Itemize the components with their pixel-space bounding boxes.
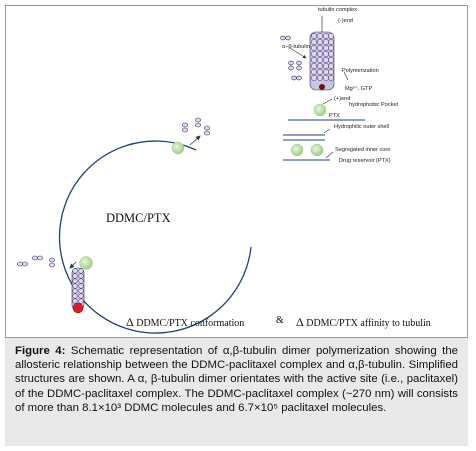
- center-label: DDMC/PTX: [106, 211, 171, 225]
- ptx-ball-reservoir: [290, 143, 304, 157]
- arrow-upper: [189, 135, 201, 146]
- label-segregated-inner-core: Segregated inner core: [335, 147, 391, 153]
- core-arrow: [325, 151, 334, 159]
- caption-text: Schematic representation of α,β-tubulin …: [15, 345, 458, 414]
- bottom-label-conformation: Δ DDMC/PTX conformation: [126, 315, 244, 330]
- shell-arrow: [323, 128, 331, 134]
- delta-symbol-2: Δ: [296, 315, 304, 329]
- label-hydrophobic-pocket: hydrophobic Pocket: [349, 102, 399, 108]
- label-mg-gtp: Mg²⁺, GTP: [345, 86, 373, 92]
- bottom-label-ampersand: &: [276, 315, 284, 326]
- label-alpha-beta-tubulin: α–β-tubulin: [282, 44, 310, 50]
- label-polymerization: Polymerization: [342, 68, 379, 74]
- label-minus-end: (-)end: [338, 18, 353, 24]
- conformation-text: DDMC/PTX conformation: [136, 318, 245, 329]
- microtubule-upper: [309, 31, 335, 91]
- arrow-lower: [69, 261, 77, 269]
- label-drug-reservoir: Drug reservoir (PTX): [339, 158, 391, 164]
- figure-caption: Figure 4: Schematic representation of α,…: [5, 338, 468, 446]
- ptx-ball-right: [313, 103, 327, 117]
- ddmc-ptx-complex-outline: [58, 140, 252, 334]
- dimer-icons-upper-right: [280, 35, 302, 81]
- dimer-icons-left: [17, 255, 55, 268]
- microtubule-lower: [71, 267, 85, 314]
- delta-symbol: Δ: [126, 315, 134, 329]
- ptx-ball-lower: [79, 256, 93, 270]
- caption-label: Figure 4:: [15, 345, 66, 357]
- dimer-icons-top: [182, 117, 210, 136]
- label-plus-end: (+)end: [334, 96, 351, 102]
- label-ptx: PTX: [329, 113, 340, 119]
- label-hydrophilic-outer-shell: Hydrophilic outer shell: [334, 124, 390, 130]
- ptx-ball-upper: [171, 141, 185, 155]
- affinity-text: DDMC/PTX affinity to tubulin: [306, 318, 431, 329]
- bottom-label-affinity: Δ DDMC/PTX affinity to tubulin: [296, 315, 431, 330]
- plus-end-arrow: [322, 98, 333, 105]
- polymerization-arrow: [343, 71, 349, 81]
- label-tubulin-complex: tubulin complex: [318, 7, 357, 13]
- alpha-beta-arrow: [289, 47, 307, 59]
- ptx-ball-reservoir-2: [310, 143, 324, 157]
